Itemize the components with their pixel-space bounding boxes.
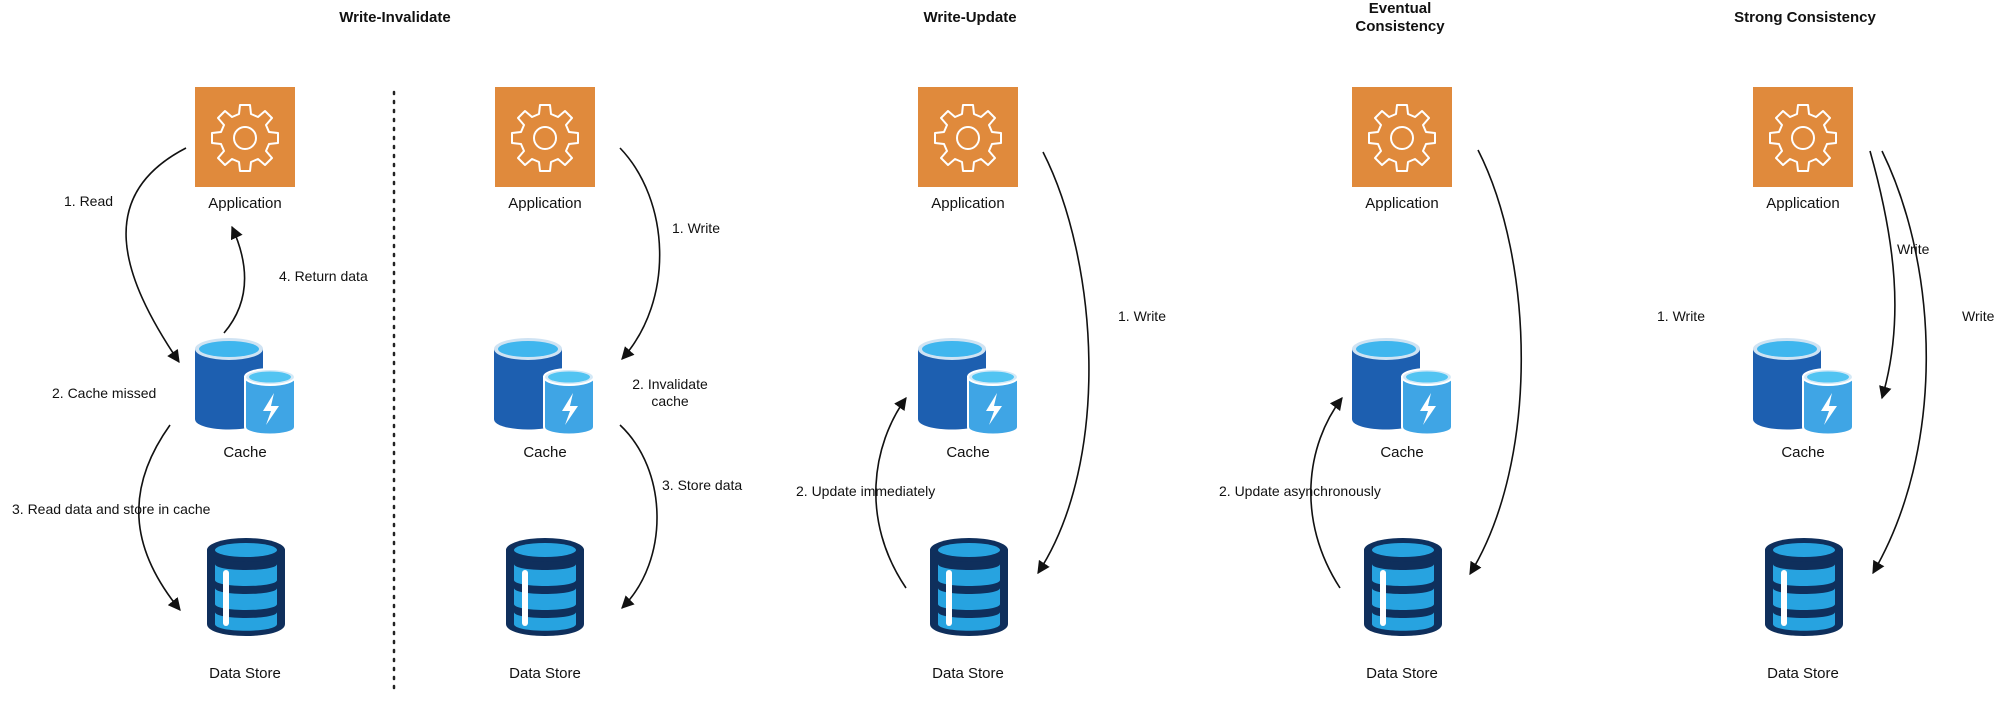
arrow-update-immediately (875, 396, 907, 589)
cache-label: Cache (1380, 444, 1424, 461)
arrow-read-store (138, 424, 181, 611)
step-write-cache: Write (1897, 241, 1930, 257)
application-label: Application (931, 195, 1005, 212)
application-block-2 (495, 87, 595, 187)
application-block-1 (195, 87, 295, 187)
title-eventual-line2: Consistency (1355, 18, 1445, 35)
application-block-5 (1753, 87, 1853, 187)
step-write: 1. Write (1657, 308, 1705, 324)
data-store-label: Data Store (1767, 665, 1839, 682)
data-store-label: Data Store (1366, 665, 1438, 682)
title-strong-consistency: Strong Consistency (1734, 9, 1876, 26)
cache-label: Cache (223, 444, 267, 461)
step-write: 1. Write (1118, 308, 1166, 324)
arrow-store-data (619, 424, 658, 609)
arrow-write (1037, 151, 1090, 575)
arrow-return-data (223, 225, 246, 334)
step-update-immediately: 2. Update immediately (796, 483, 936, 499)
arrow-write (1469, 149, 1523, 576)
step-write: 1. Write (672, 220, 720, 236)
application-label: Application (1766, 195, 1840, 212)
application-block-4 (1352, 87, 1452, 187)
step-return-data: 4. Return data (279, 268, 368, 284)
title-eventual-consistency: Eventual Consistency (1330, 0, 1470, 36)
step-read: 1. Read (64, 193, 114, 209)
step-read-data-store: 3. Read data and store in cache (12, 501, 211, 517)
arrow-write-cache (1869, 150, 1896, 400)
step-cache-missed: 2. Cache missed (52, 385, 157, 401)
arrow-update-asynchronously (1310, 396, 1343, 589)
cache-label: Cache (1781, 444, 1825, 461)
application-label: Application (1365, 195, 1439, 212)
step-invalidate-line1: 2. Invalidate (632, 376, 708, 392)
cache-label: Cache (946, 444, 990, 461)
data-store-label: Data Store (509, 665, 581, 682)
step-update-asynchronously: 2. Update asynchronously (1219, 483, 1381, 499)
data-store-label: Data Store (209, 665, 281, 682)
step-store-data: 3. Store data (662, 477, 743, 493)
application-label: Application (508, 195, 582, 212)
title-write-update: Write-Update (923, 9, 1017, 26)
application-block-3 (918, 87, 1018, 187)
data-store-label: Data Store (932, 665, 1004, 682)
arrow-read (125, 147, 187, 364)
step-invalidate-cache: 2. Invalidate cache (630, 376, 710, 410)
title-eventual-line1: Eventual (1368, 0, 1432, 17)
arrow-write (619, 147, 661, 360)
application-label: Application (208, 195, 282, 212)
title-write-invalidate: Write-Invalidate (339, 9, 451, 26)
step-write-store: Write (1962, 308, 1995, 324)
arrow-write-store (1872, 150, 1928, 575)
cache-label: Cache (523, 444, 567, 461)
step-invalidate-line2: cache (651, 393, 689, 409)
